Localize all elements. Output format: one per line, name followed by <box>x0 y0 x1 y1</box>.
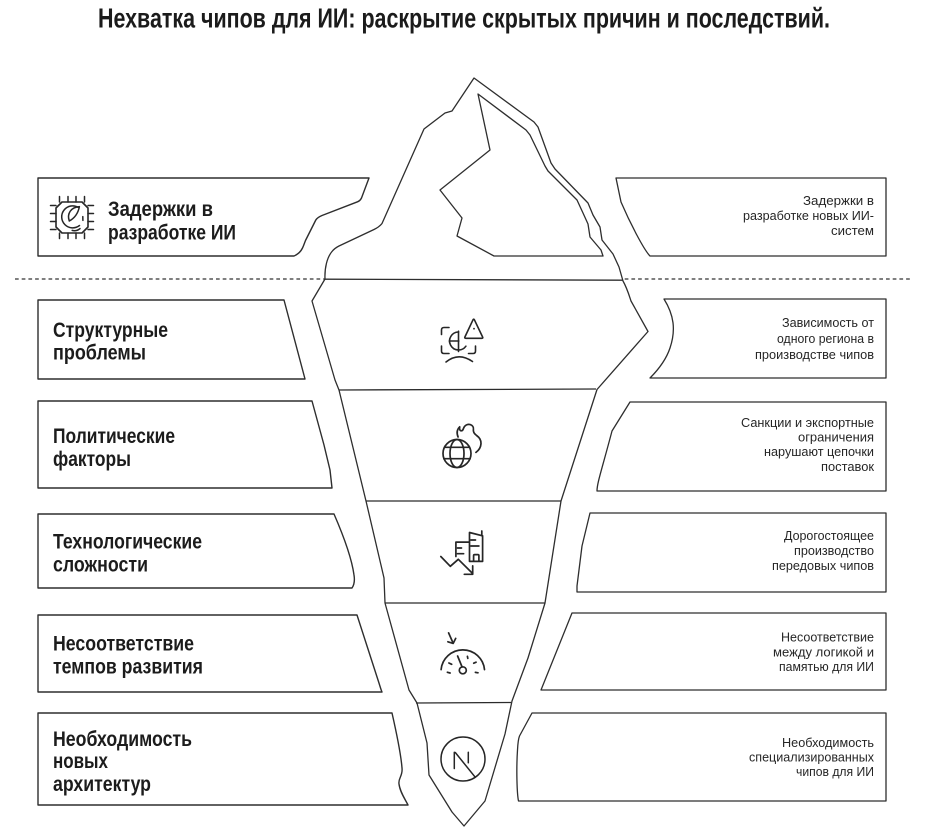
svg-text:архитектур: архитектур <box>53 773 151 796</box>
svg-text:темпов развития: темпов развития <box>53 656 203 679</box>
svg-text:факторы: факторы <box>53 448 131 471</box>
svg-text:одного региона в: одного региона в <box>777 331 874 346</box>
svg-text:новых: новых <box>53 750 108 773</box>
svg-text:чипов для ИИ: чипов для ИИ <box>796 764 874 779</box>
svg-text:Дорогостоящее: Дорогостоящее <box>784 528 874 543</box>
svg-text:передовых чипов: передовых чипов <box>772 558 874 573</box>
svg-text:разработке новых ИИ-: разработке новых ИИ- <box>743 208 874 223</box>
svg-text:памятью для ИИ: памятью для ИИ <box>779 659 874 674</box>
svg-text:Задержки в: Задержки в <box>803 193 874 208</box>
svg-text:Технологические: Технологические <box>53 531 202 554</box>
svg-text:Санкции и экспортные: Санкции и экспортные <box>741 415 874 430</box>
svg-text:специализированных: специализированных <box>749 749 874 764</box>
svg-text:Задержки в: Задержки в <box>108 198 213 221</box>
svg-text:систем: систем <box>831 223 874 238</box>
svg-text:производство: производство <box>794 543 874 558</box>
svg-text:Необходимость: Необходимость <box>782 735 874 750</box>
svg-text:проблемы: проблемы <box>53 342 146 365</box>
svg-text:сложности: сложности <box>53 554 148 577</box>
svg-text:Структурные: Структурные <box>53 319 168 342</box>
svg-text:поставок: поставок <box>821 459 874 474</box>
svg-text:Политические: Политические <box>53 425 175 448</box>
svg-text:Несоответствие: Несоответствие <box>53 633 194 656</box>
svg-text:между логикой и: между логикой и <box>773 644 874 659</box>
svg-text:Нехватка чипов для ИИ: раскрыт: Нехватка чипов для ИИ: раскрытие скрытых… <box>98 3 830 34</box>
svg-text:нарушают цепочки: нарушают цепочки <box>764 444 874 459</box>
svg-text:Несоответствие: Несоответствие <box>781 630 874 645</box>
svg-text:Необходимость: Необходимость <box>53 728 192 751</box>
svg-text:ограничения: ограничения <box>798 430 874 445</box>
svg-text:разработке ИИ: разработке ИИ <box>108 222 236 245</box>
svg-text:Зависимость от: Зависимость от <box>782 315 874 330</box>
svg-text:производстве чипов: производстве чипов <box>755 347 874 362</box>
